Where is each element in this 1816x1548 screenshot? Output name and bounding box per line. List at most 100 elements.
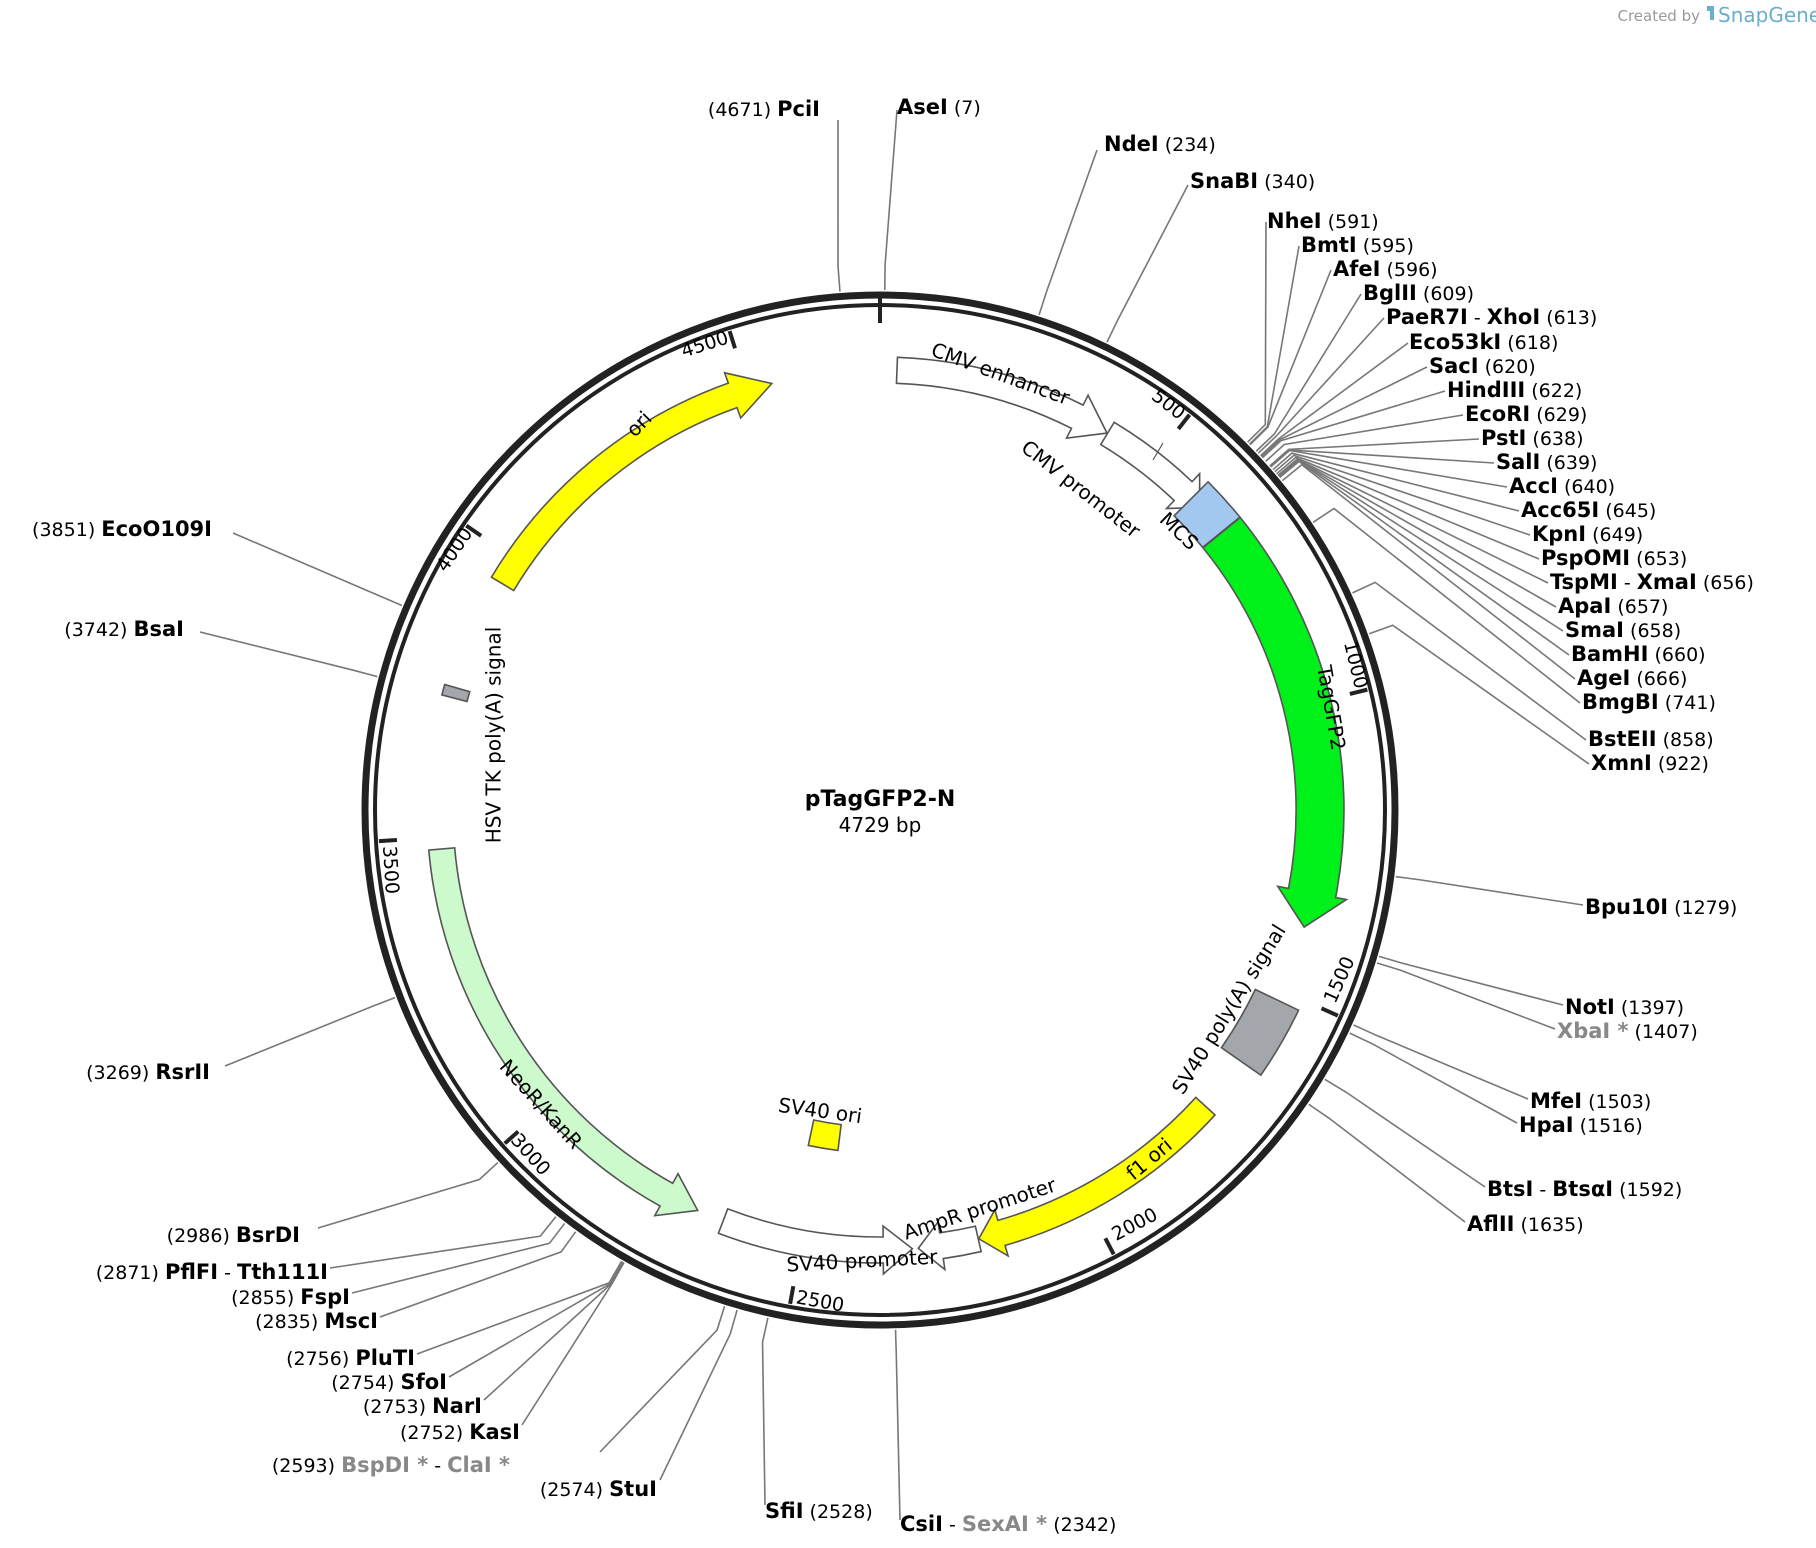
restriction-site[interactable]: MfeI (1503)	[1530, 1089, 1651, 1113]
site-label[interactable]: BglII (609)	[1363, 281, 1474, 305]
site-label[interactable]: (2835) MscI	[255, 1309, 378, 1333]
site-label[interactable]: NdeI (234)	[1104, 132, 1216, 156]
restriction-site[interactable]: (3851) EcoO109I	[32, 517, 212, 541]
site-label[interactable]: HindIII (622)	[1447, 378, 1582, 402]
site-label[interactable]: (2986) BsrDI	[167, 1223, 300, 1247]
restriction-site[interactable]: PspOMI (653)	[1541, 546, 1687, 570]
site-label[interactable]: (2753) NarI	[363, 1394, 482, 1418]
site-label[interactable]: BtsI - BtsαI (1592)	[1487, 1177, 1682, 1201]
site-label[interactable]: AseI (7)	[897, 95, 981, 119]
restriction-site[interactable]: (2574) StuI	[540, 1477, 657, 1501]
restriction-site[interactable]: (2871) PflFI - Tth111I	[96, 1260, 328, 1284]
restriction-site[interactable]: NdeI (234)	[1104, 132, 1216, 156]
restriction-site[interactable]: AflII (1635)	[1467, 1212, 1584, 1236]
site-label[interactable]: NheI (591)	[1267, 209, 1379, 233]
restriction-site[interactable]: EcoRI (629)	[1465, 402, 1587, 426]
restriction-site[interactable]: Bpu10I (1279)	[1585, 895, 1737, 919]
restriction-site[interactable]: NheI (591)	[1267, 209, 1379, 233]
restriction-site[interactable]: PaeR7I - XhoI (613)	[1386, 305, 1597, 329]
site-label[interactable]: (2752) KasI	[400, 1420, 520, 1444]
site-label[interactable]: (2871) PflFI - Tth111I	[96, 1260, 328, 1284]
restriction-site[interactable]: AfeI (596)	[1333, 257, 1438, 281]
site-label[interactable]: BamHI (660)	[1571, 642, 1706, 666]
site-label[interactable]: (4671) PciI	[708, 97, 820, 121]
site-label[interactable]: AfeI (596)	[1333, 257, 1438, 281]
site-label[interactable]: PspOMI (653)	[1541, 546, 1687, 570]
site-label[interactable]: (2754) SfoI	[331, 1370, 447, 1394]
site-label[interactable]: XmnI (922)	[1591, 751, 1709, 775]
restriction-site[interactable]: SnaBI (340)	[1190, 169, 1315, 193]
restriction-site[interactable]: SmaI (658)	[1565, 618, 1681, 642]
site-label[interactable]: (2756) PluTI	[286, 1346, 415, 1370]
restriction-site[interactable]: BmtI (595)	[1301, 233, 1414, 257]
restriction-site[interactable]: BglII (609)	[1363, 281, 1474, 305]
restriction-site[interactable]: (2754) SfoI	[331, 1370, 447, 1394]
site-label[interactable]: (2855) FspI	[231, 1285, 350, 1309]
site-label[interactable]: (2593) BspDI * - ClaI *	[272, 1453, 510, 1477]
restriction-site[interactable]: Acc65I (645)	[1521, 498, 1656, 522]
site-label[interactable]: PaeR7I - XhoI (613)	[1386, 305, 1597, 329]
restriction-site[interactable]: (4671) PciI	[708, 97, 820, 121]
site-label[interactable]: AgeI (666)	[1577, 666, 1687, 690]
site-label[interactable]: Acc65I (645)	[1521, 498, 1656, 522]
site-label[interactable]: (3742) BsaI	[64, 617, 184, 641]
restriction-site[interactable]: AccI (640)	[1509, 474, 1615, 498]
restriction-site[interactable]: BmgBI (741)	[1582, 690, 1716, 714]
site-label[interactable]: AccI (640)	[1509, 474, 1615, 498]
site-label[interactable]: KpnI (649)	[1532, 522, 1643, 546]
site-label[interactable]: HpaI (1516)	[1519, 1113, 1643, 1137]
restriction-site[interactable]: (2593) BspDI * - ClaI *	[272, 1453, 510, 1477]
restriction-site[interactable]: BstEII (858)	[1588, 727, 1714, 751]
restriction-site[interactable]: (2753) NarI	[363, 1394, 482, 1418]
site-label[interactable]: ApaI (657)	[1558, 594, 1668, 618]
restriction-site[interactable]: (2756) PluTI	[286, 1346, 415, 1370]
restriction-site[interactable]: PstI (638)	[1481, 426, 1584, 450]
site-label[interactable]: AflII (1635)	[1467, 1212, 1584, 1236]
restriction-site[interactable]: KpnI (649)	[1532, 522, 1643, 546]
restriction-site[interactable]: AgeI (666)	[1577, 666, 1687, 690]
site-label[interactable]: BmtI (595)	[1301, 233, 1414, 257]
site-label[interactable]: XbaI * (1407)	[1557, 1019, 1698, 1043]
restriction-site[interactable]: (2986) BsrDI	[167, 1223, 300, 1247]
restriction-site[interactable]: (3742) BsaI	[64, 617, 184, 641]
site-label[interactable]: (3851) EcoO109I	[32, 517, 212, 541]
site-label[interactable]: SmaI (658)	[1565, 618, 1681, 642]
restriction-site[interactable]: AseI (7)	[897, 95, 981, 119]
site-label[interactable]: BmgBI (741)	[1582, 690, 1716, 714]
restriction-site[interactable]: HindIII (622)	[1447, 378, 1582, 402]
site-label[interactable]: NotI (1397)	[1565, 995, 1684, 1019]
restriction-site[interactable]: (2835) MscI	[255, 1309, 378, 1333]
restriction-site[interactable]: XbaI * (1407)	[1557, 1019, 1698, 1043]
site-label[interactable]: Eco53kI (618)	[1409, 330, 1558, 354]
restriction-site[interactable]: SalI (639)	[1496, 450, 1597, 474]
site-label[interactable]: SnaBI (340)	[1190, 169, 1315, 193]
restriction-site[interactable]: SfiI (2528)	[765, 1499, 873, 1523]
restriction-site[interactable]: CsiI - SexAI * (2342)	[900, 1512, 1116, 1536]
site-label[interactable]: CsiI - SexAI * (2342)	[900, 1512, 1116, 1536]
restriction-site[interactable]: HpaI (1516)	[1519, 1113, 1643, 1137]
site-label[interactable]: EcoRI (629)	[1465, 402, 1587, 426]
site-label[interactable]: TspMI - XmaI (656)	[1550, 570, 1754, 594]
restriction-site[interactable]: Eco53kI (618)	[1409, 330, 1558, 354]
site-leader	[1279, 460, 1570, 656]
restriction-site[interactable]: NotI (1397)	[1565, 995, 1684, 1019]
site-label[interactable]: SacI (620)	[1429, 354, 1536, 378]
restriction-site[interactable]: XmnI (922)	[1591, 751, 1709, 775]
restriction-site[interactable]: (2855) FspI	[231, 1285, 350, 1309]
restriction-site[interactable]: ApaI (657)	[1558, 594, 1668, 618]
restriction-site[interactable]: TspMI - XmaI (656)	[1550, 570, 1754, 594]
site-label[interactable]: Bpu10I (1279)	[1585, 895, 1737, 919]
restriction-site[interactable]: (3269) RsrII	[86, 1060, 210, 1084]
site-label[interactable]: (2574) StuI	[540, 1477, 657, 1501]
restriction-site[interactable]: (2752) KasI	[400, 1420, 520, 1444]
site-label[interactable]: BstEII (858)	[1588, 727, 1714, 751]
restriction-site[interactable]: BamHI (660)	[1571, 642, 1706, 666]
site-label[interactable]: (3269) RsrII	[86, 1060, 210, 1084]
restriction-site[interactable]: SacI (620)	[1429, 354, 1536, 378]
site-label[interactable]: SalI (639)	[1496, 450, 1597, 474]
site-label[interactable]: MfeI (1503)	[1530, 1089, 1651, 1113]
site-label[interactable]: SfiI (2528)	[765, 1499, 873, 1523]
feature-label: HSV TK poly(A) signal	[482, 627, 506, 844]
restriction-site[interactable]: BtsI - BtsαI (1592)	[1487, 1177, 1682, 1201]
site-label[interactable]: PstI (638)	[1481, 426, 1584, 450]
